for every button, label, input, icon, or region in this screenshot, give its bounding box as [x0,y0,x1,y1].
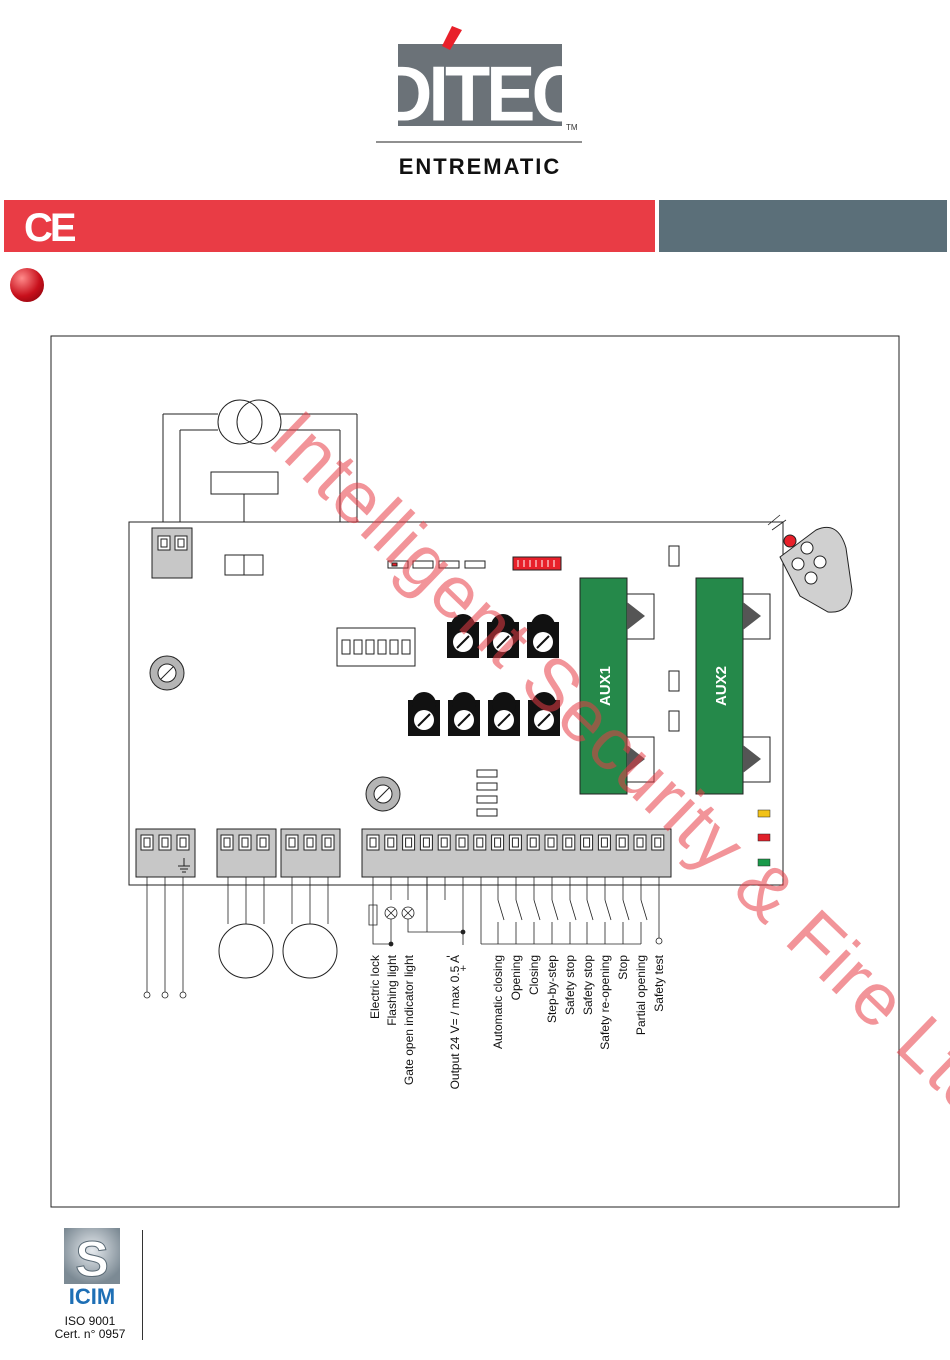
adjust-screw-icon [149,655,401,812]
terminal-label: Output 24 V= / max 0.5 A [448,955,462,1089]
grey-title-bar [659,200,947,252]
output-plus: + [460,963,466,975]
ditec-logo: DITEC TM ENTREMATIC [376,26,586,179]
iso-line: ISO 9001 [64,1314,116,1328]
trimmers [408,614,560,736]
terminal-label: Stop [616,955,630,980]
terminal-label: Step-by-step [545,955,559,1023]
logo-accent [442,26,462,50]
brand-wordmark: DITEC [379,51,583,138]
terminal-label: Electric lock [368,954,382,1019]
vertical-jumpers [476,545,680,817]
remote-control-icon [767,514,853,613]
motor-icons [218,923,338,979]
mains-terminal [135,828,196,878]
terminal-label: Flashing light [385,954,399,1025]
ce-mark: CE [24,206,77,250]
trimmer-icon [447,614,479,658]
jumpers-row [387,560,486,569]
terminal-label: Safety test [652,954,666,1011]
terminal-label: Gate open indicator light [402,954,416,1085]
terminal-label: Safety stop [581,955,595,1015]
aux1-label: AUX1 [597,666,614,706]
ground-icon [178,858,190,873]
yellow-led [757,809,771,818]
terminal-label: Closing [527,955,541,995]
terminal-label: Safety re-opening [598,955,612,1050]
aux2-module: AUX2 [695,577,771,795]
output-minus: - [446,948,450,963]
sub-brand-wordmark: ENTREMATIC [399,154,562,179]
iso-cert-text: ISO 9001 Cert. n° 0957 [40,1315,140,1341]
green-led [757,858,771,867]
icim-cert-logo: S ICIM [64,1228,120,1309]
trimmer-icon [487,614,519,658]
dip-switch [336,627,416,667]
trimmer-icon [527,614,559,658]
power-terminal [151,527,264,579]
diagram-frame [50,335,900,1208]
transformer [162,399,358,557]
trimmer-icon [488,692,520,736]
trimmer-icon [408,692,440,736]
terminal-label: Partial opening [634,955,648,1035]
red-led [757,833,771,842]
motor2-terminal [280,828,341,878]
terminal-wires [143,877,663,999]
terminal-label: Opening [509,955,523,1000]
cert-line: Cert. n° 0957 [54,1327,126,1341]
trimmer-icon [448,692,480,736]
cert-logo-name: ICIM [69,1284,115,1309]
cert-logo-letter: S [75,1231,108,1287]
red-bullet-icon [10,268,44,302]
trimmer-icon [528,692,560,736]
status-leds [757,809,771,867]
terminal-blocks [135,828,672,878]
red-title-bar [4,200,655,252]
control-terminal [361,828,672,878]
terminal-label: Automatic closing [491,955,505,1049]
motor1-terminal [216,828,277,878]
trademark-label: TM [566,123,578,132]
red-connector [512,556,562,571]
aux2-label: AUX2 [713,666,730,706]
aux1-module: AUX1 [579,577,655,795]
footer-divider [142,1230,143,1340]
terminal-label: Safety stop [563,955,577,1015]
